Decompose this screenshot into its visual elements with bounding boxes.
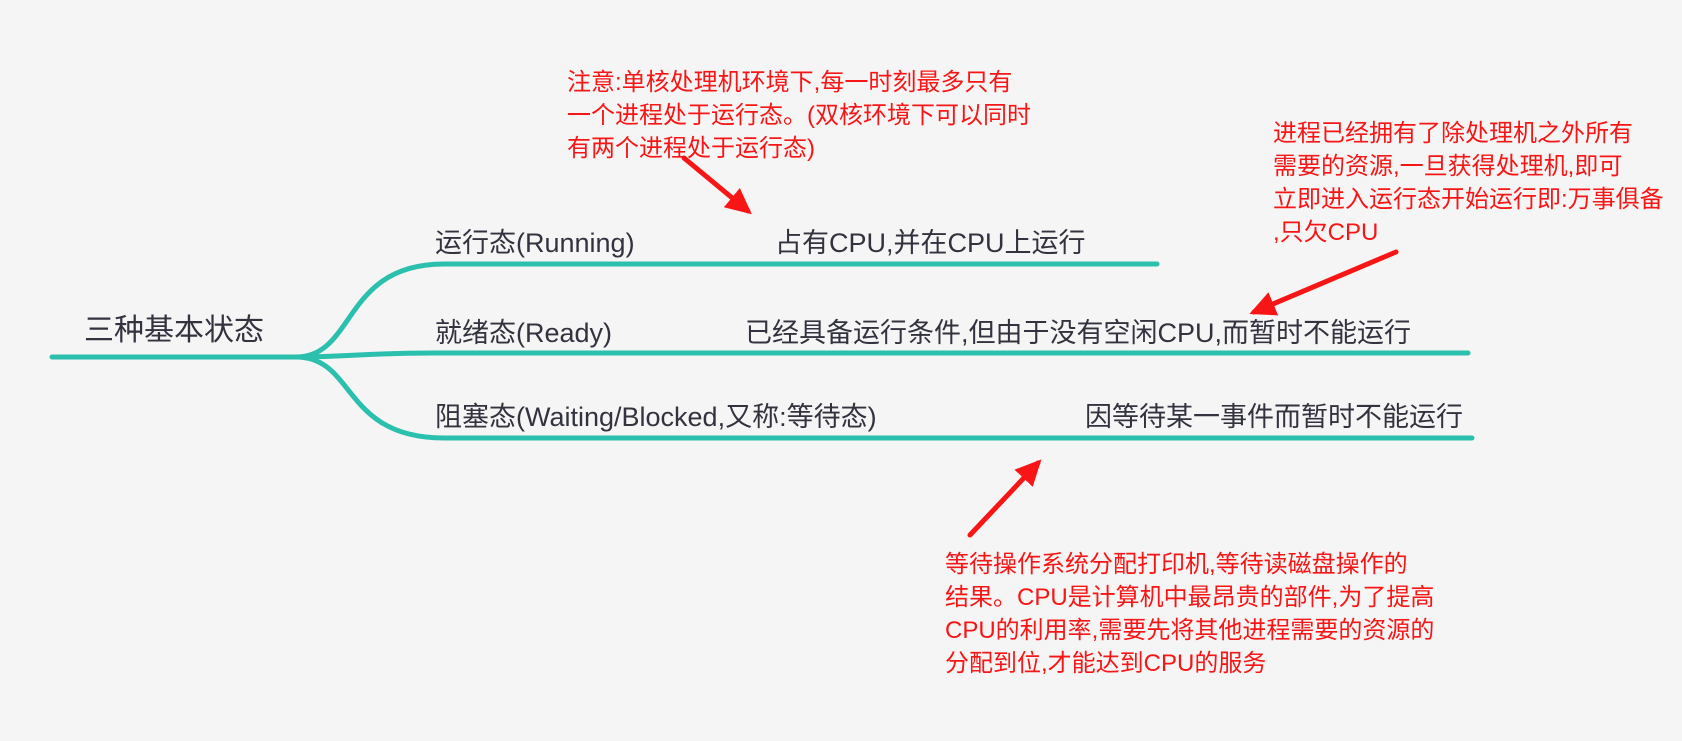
note-blocked[interactable]: 等待操作系统分配打印机,等待读磁盘操作的 结果。CPU是计算机中最昂贵的部件,为… (945, 551, 1435, 677)
ready-branch-line (49, 350, 1471, 360)
node-running-detail[interactable]: 占有CPU,并在CPU上运行 (775, 228, 1086, 258)
note-ready[interactable]: 进程已经拥有了除处理机之外所有 需要的资源,一旦获得处理机,即可 立即进入运行态… (1273, 120, 1664, 246)
node-running-label[interactable]: 运行态(Running) (435, 228, 635, 258)
note-arrow-blocked[interactable] (967, 459, 1042, 538)
blocked-branch-line (293, 354, 1475, 441)
node-blocked-label[interactable]: 阻塞态(Waiting/Blocked,又称:等待态) (435, 402, 877, 432)
note-arrow-ready[interactable] (1249, 249, 1399, 316)
running-branch-line (293, 261, 1160, 360)
node-blocked-detail[interactable]: 因等待某一事件而暂时不能运行 (1085, 402, 1463, 432)
note-running[interactable]: 注意:单核处理机环境下,每一时刻最多只有 一个进程处于运行态。(双核环境下可以同… (567, 69, 1031, 162)
node-ready-label[interactable]: 就绪态(Ready) (435, 318, 613, 348)
root-node[interactable]: 三种基本状态 (84, 314, 264, 347)
node-ready-detail[interactable]: 已经具备运行条件,但由于没有空闲CPU,而暂时不能运行 (745, 318, 1412, 348)
note-arrow-running[interactable] (681, 155, 752, 215)
